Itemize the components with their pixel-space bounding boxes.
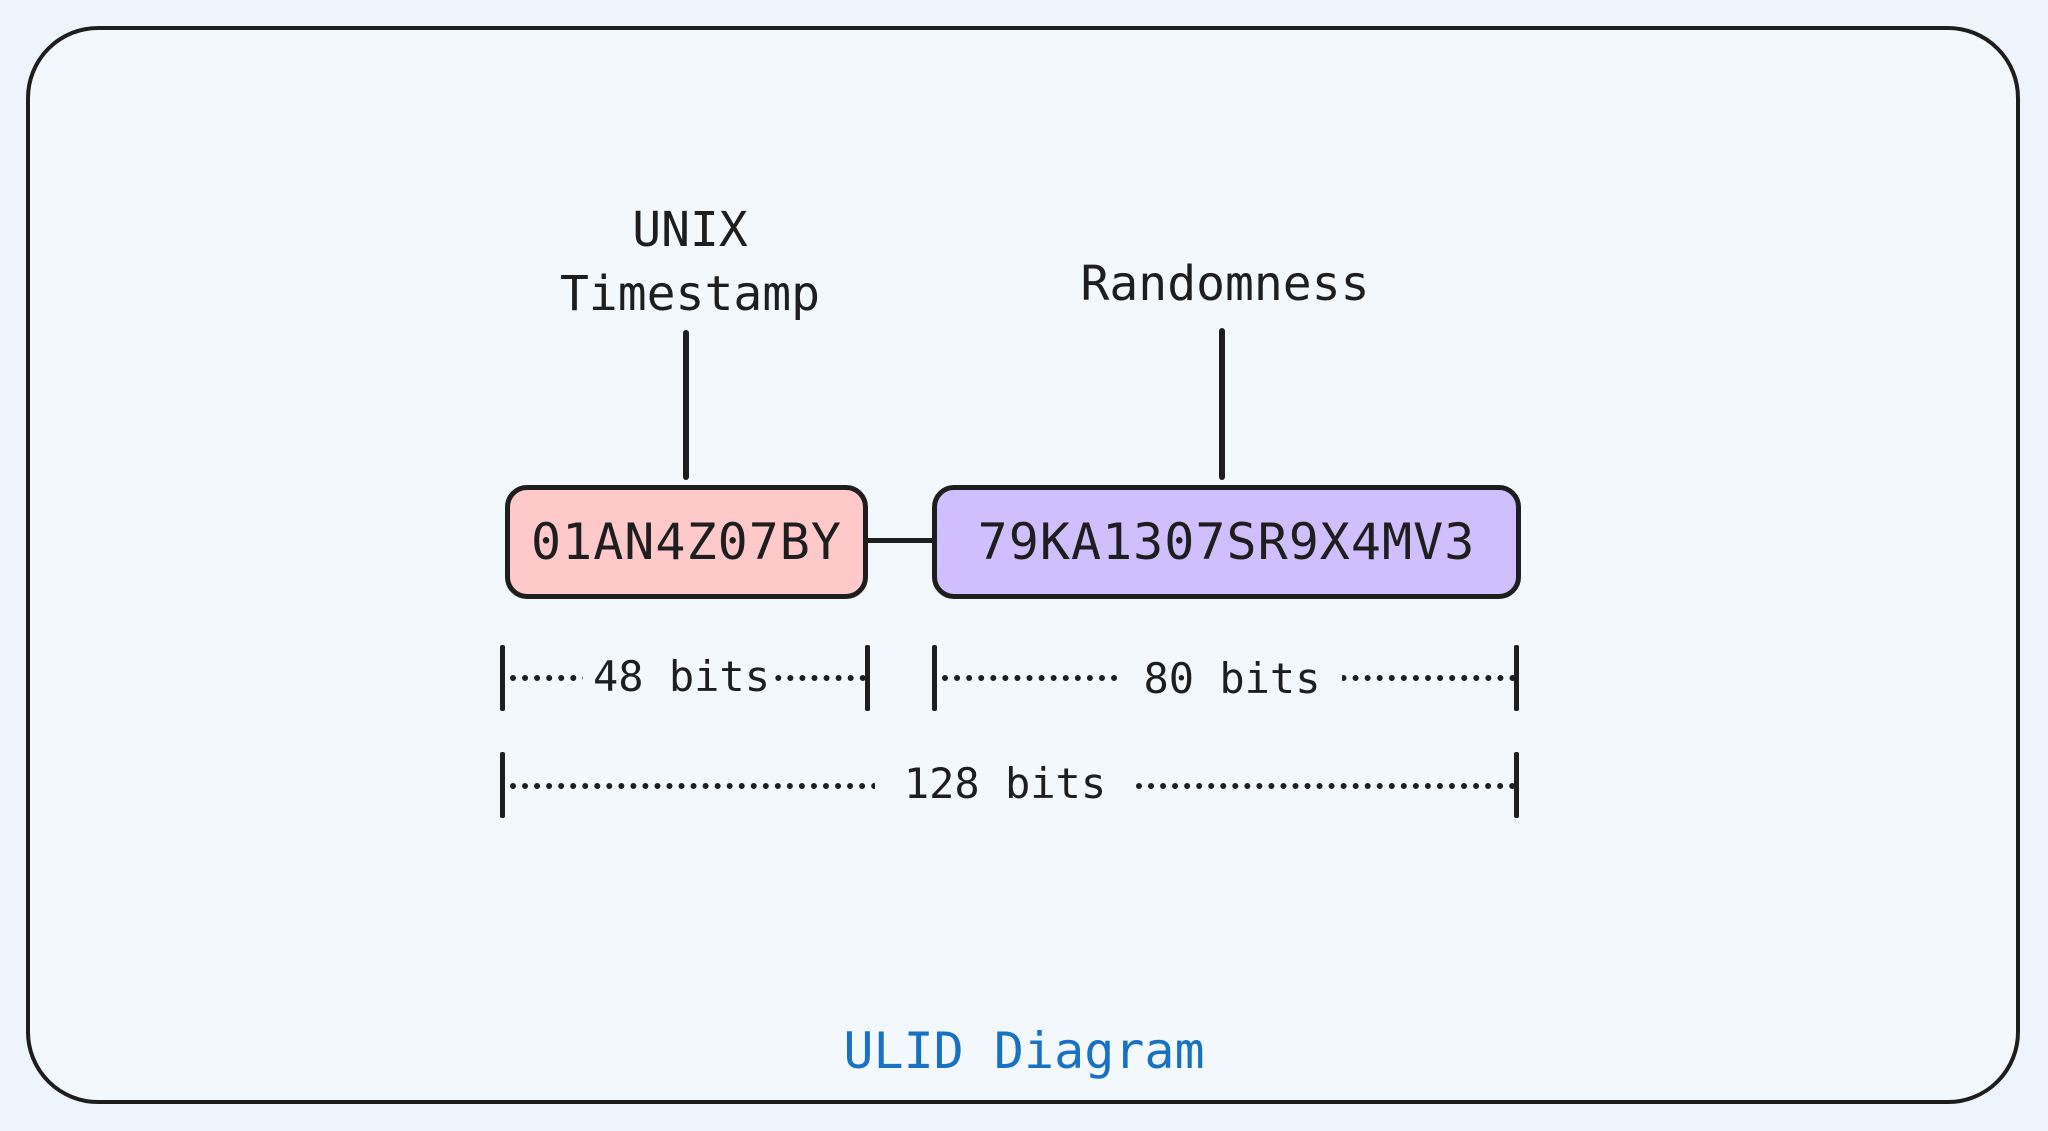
timestamp-dim-right-tick [865,645,870,711]
timestamp-connector-line [683,330,689,480]
timestamp-bits-label: 48 bits [583,649,773,705]
randomness-box: 79KA1307SR9X4MV3 [932,485,1521,599]
diagram-caption: ULID Diagram [843,1022,1205,1080]
timestamp-label-line2: Timestamp [559,266,821,322]
total-bits-label: 128 bits [875,756,1135,812]
randomness-connector-line [1219,328,1225,480]
randomness-dim-left-tick [932,645,937,711]
randomness-label: Randomness [1080,256,1370,312]
timestamp-box: 01AN4Z07BY [505,485,868,599]
box-link-line [866,538,934,543]
timestamp-dim-left-tick [500,645,505,711]
timestamp-label-line1: UNIX [632,202,748,258]
randomness-dim-right-tick [1514,645,1519,711]
timestamp-label: UNIX Timestamp [505,198,875,326]
randomness-bits-label: 80 bits [1122,651,1342,707]
total-dim-right-tick [1514,752,1519,818]
total-dim-left-tick [500,752,505,818]
